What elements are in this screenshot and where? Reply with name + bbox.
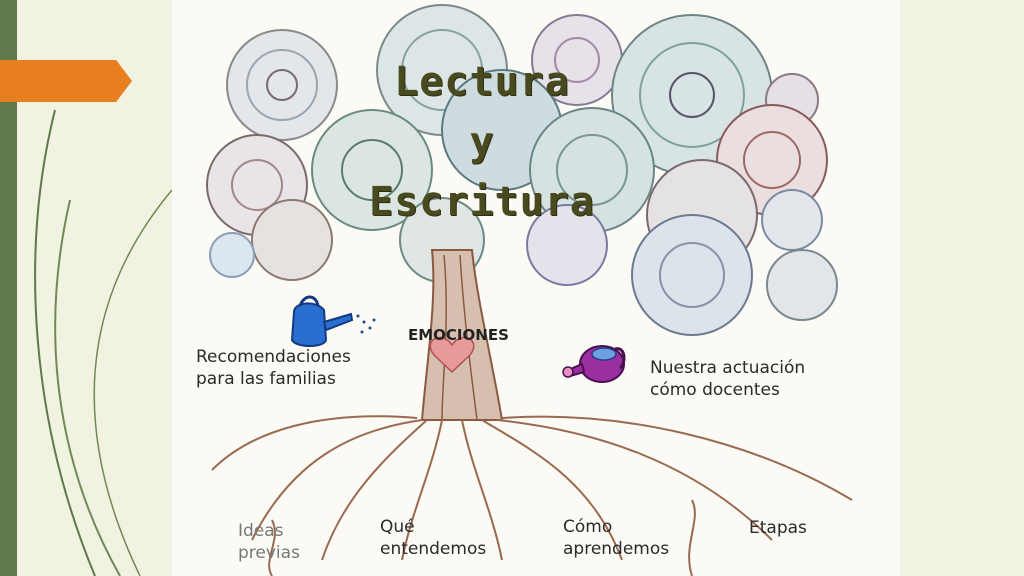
left-accent-bar: [0, 0, 17, 576]
mandala-tree-illustration: [206, 4, 853, 576]
root-label-prior-ideas: Ideas previas: [238, 521, 300, 563]
root-label-learning: Cómo aprendemos: [563, 517, 670, 559]
title-line-2: y: [469, 119, 495, 165]
root-label-stages: Etapas: [749, 518, 807, 538]
branch-label-teachers: Nuestra actuación cómo docentes: [650, 358, 806, 400]
title-line-1: Lectura: [394, 59, 570, 105]
branch-label-families: Recomendaciones para las familias: [196, 347, 351, 389]
slide-canvas: Lectura y Escritura EMOCIONES Recomendac…: [172, 0, 900, 576]
decorative-curves: [34, 109, 173, 576]
slide-title: Lectura y Escritura: [292, 52, 672, 232]
orange-tab-marker: [0, 60, 132, 102]
emotions-label: EMOCIONES: [408, 326, 509, 344]
root-label-understanding: Qué entendemos: [380, 517, 487, 559]
title-line-3: Escritura: [369, 179, 595, 225]
watering-can-icon: [290, 295, 376, 347]
watering-can-icon: [562, 345, 626, 383]
